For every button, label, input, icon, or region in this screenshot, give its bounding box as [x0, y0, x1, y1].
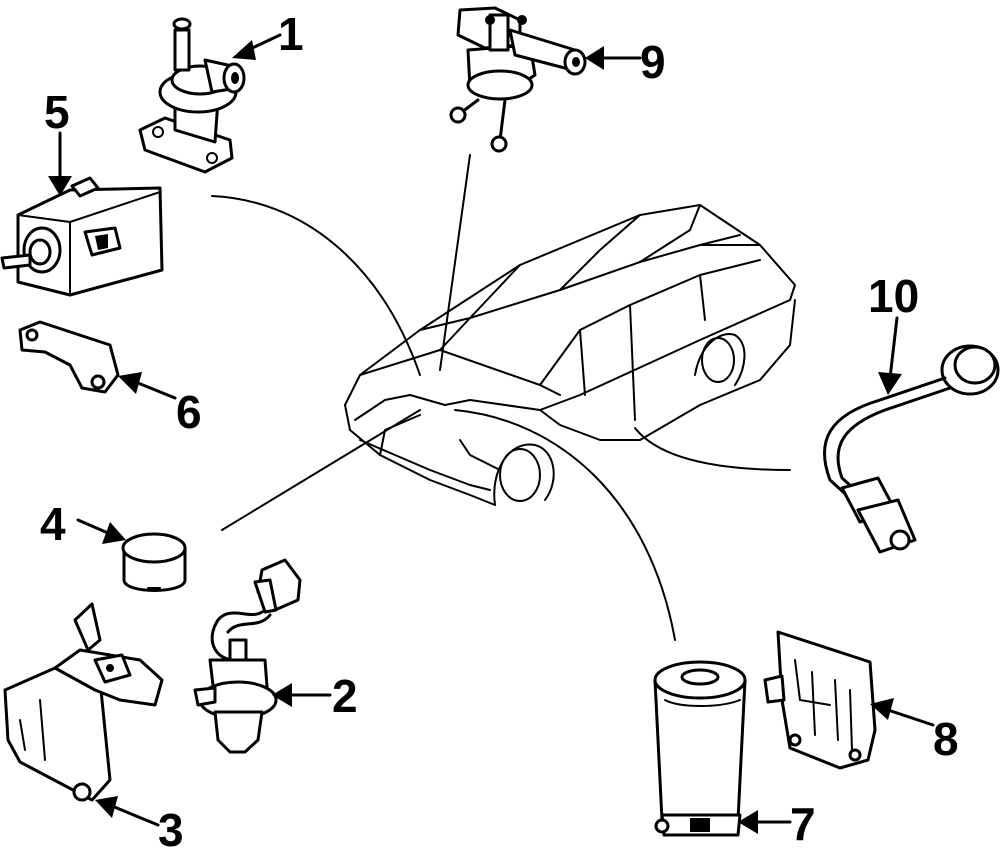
callout-2: 2 [332, 670, 358, 722]
callout-7: 7 [790, 798, 816, 850]
callout-8: 8 [933, 713, 959, 765]
leader-lines [211, 154, 791, 641]
part-6-bracket [18, 320, 120, 394]
part-7-reservoir [653, 660, 747, 837]
car-illustration [344, 204, 796, 506]
part-9-valve [449, 6, 587, 153]
part-3-bracket [3, 602, 164, 802]
callout-9: 9 [640, 36, 666, 88]
callout-labels: 1 2 3 4 5 6 7 8 9 10 [40, 8, 959, 856]
callout-6: 6 [176, 386, 202, 438]
callout-arrows [48, 33, 935, 834]
callout-4: 4 [40, 498, 66, 550]
part-2-solenoid [193, 558, 302, 754]
part-8-plate [763, 630, 877, 770]
callout-3: 3 [158, 804, 184, 856]
part-1-valve [138, 17, 246, 174]
part-4-cap [121, 532, 187, 592]
callout-5: 5 [44, 86, 70, 138]
callout-1: 1 [278, 8, 304, 60]
callout-10: 10 [868, 270, 919, 322]
part-5-canister [0, 176, 164, 297]
part-10-sensor [822, 344, 1000, 554]
